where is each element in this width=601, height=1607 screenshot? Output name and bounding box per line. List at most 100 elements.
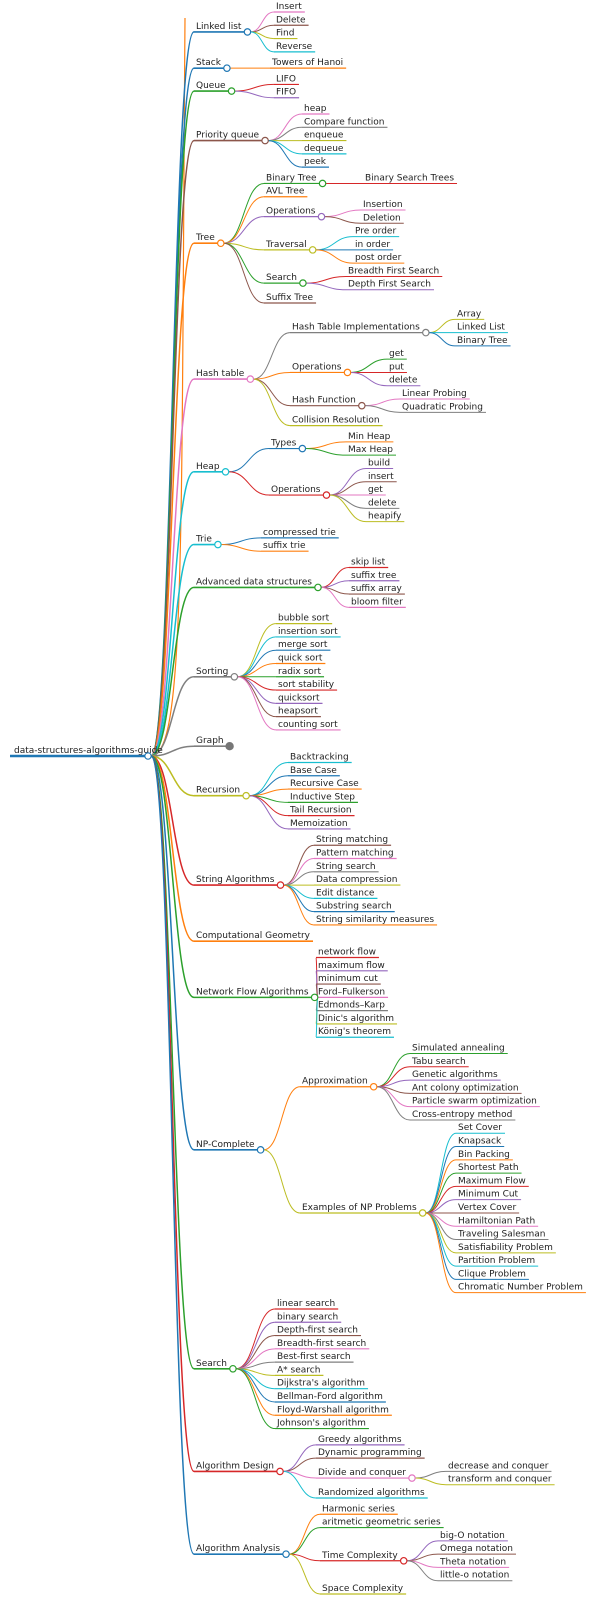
node-omega-notation: Omega notation xyxy=(440,1544,513,1554)
link-little-o-notation xyxy=(406,1560,439,1582)
toggle-binary-tree[interactable] xyxy=(318,179,327,188)
node-ford-fulkerson: Ford–Fulkerson xyxy=(318,987,385,997)
link-chromatic-number-problem xyxy=(425,1212,457,1294)
link-delete xyxy=(329,494,367,509)
toggle-advanced-data-structures[interactable] xyxy=(314,583,322,592)
node-compressed-trie: compressed trie xyxy=(263,528,336,538)
link-approximation xyxy=(263,1086,301,1151)
toggle-time-complexity[interactable] xyxy=(399,1556,408,1565)
link-recursion xyxy=(150,755,195,797)
toggle-np-complete[interactable] xyxy=(256,1146,265,1154)
node-approximation: Approximation xyxy=(302,1077,368,1087)
toggle-tree[interactable] xyxy=(216,239,225,248)
node-suffix-tree: suffix tree xyxy=(351,571,397,581)
node-heap: Heap xyxy=(196,462,220,472)
toggle-hash-function[interactable] xyxy=(358,401,366,410)
link-memoization xyxy=(249,795,289,830)
link-avl-tree xyxy=(223,196,265,244)
link-simulated-annealing xyxy=(376,1053,411,1088)
toggle-operations[interactable] xyxy=(343,368,352,377)
node-maximum-flow: Maximum Flow xyxy=(458,1176,526,1186)
node-bloom-filter: bloom filter xyxy=(351,597,403,607)
toggle-algorithm-analysis[interactable] xyxy=(282,1550,290,1558)
link-examples-of-np-problems xyxy=(263,1149,301,1214)
toggle-operations[interactable] xyxy=(317,212,326,221)
link-insert xyxy=(329,481,367,496)
node-backtracking: Backtracking xyxy=(290,752,349,762)
toggle-trie[interactable] xyxy=(214,540,222,549)
toggle-traversal[interactable] xyxy=(308,246,317,254)
link-backtracking xyxy=(249,761,289,797)
node-theta-notation: Theta notation xyxy=(439,1557,506,1567)
toggle-string-algorithms[interactable] xyxy=(276,881,285,889)
link-compare-function xyxy=(268,126,303,142)
toggle-network-flow-algorithms[interactable] xyxy=(310,993,319,1002)
collapsed-graph[interactable] xyxy=(225,742,234,751)
node-recursive-case: Recursive Case xyxy=(290,779,359,789)
toggle-priority-queue[interactable] xyxy=(261,136,269,145)
toggle-search[interactable] xyxy=(229,1364,237,1373)
root-toggle-circle[interactable] xyxy=(144,752,152,760)
node-avl-tree: AVL Tree xyxy=(266,187,305,197)
node-chromatic-number-problem: Chromatic Number Problem xyxy=(458,1283,583,1293)
link-counting-sort xyxy=(237,676,277,731)
toggle-hash-table-implementations[interactable] xyxy=(422,328,430,337)
node-max-heap: Max Heap xyxy=(348,445,393,455)
toggle-examples-of-np-problems[interactable] xyxy=(418,1209,427,1217)
toggle-sorting[interactable] xyxy=(230,672,239,681)
node-shortest-path: Shortest Path xyxy=(458,1163,519,1173)
node-sorting: Sorting xyxy=(196,667,228,677)
toggle-algorithm-design[interactable] xyxy=(276,1467,284,1476)
node-heapify: heapify xyxy=(368,512,402,522)
link-graph xyxy=(150,745,195,757)
link-lifo xyxy=(234,83,275,92)
link-string-similarity-measures xyxy=(283,884,315,926)
toggle-stack[interactable] xyxy=(223,64,231,72)
node-stack: Stack xyxy=(196,58,222,68)
node-inductive-step: Inductive Step xyxy=(290,792,355,802)
toggle-queue[interactable] xyxy=(227,87,236,95)
node-algorithm-design: Algorithm Design xyxy=(196,1461,274,1471)
link-depth-first-search xyxy=(235,1335,276,1370)
toggle-linked-list[interactable] xyxy=(243,28,252,36)
link-binary-search xyxy=(235,1321,276,1370)
node-binary-search: binary search xyxy=(277,1312,338,1322)
link-string-matching xyxy=(283,844,315,886)
link-post-order xyxy=(315,249,354,264)
node-quadratic-probing: Quadratic Probing xyxy=(402,402,483,412)
link-breadth-first-search xyxy=(305,275,347,284)
node-collision-resolution: Collision Resolution xyxy=(292,416,380,426)
node-big-o-notation: big-O notation xyxy=(440,1531,505,1541)
node-minimum-cut: minimum cut xyxy=(318,974,378,984)
link-clique-problem xyxy=(425,1212,457,1280)
node-base-case: Base Case xyxy=(290,766,337,776)
link-johnson-s-algorithm xyxy=(235,1368,276,1430)
link-hash-table-implementations xyxy=(253,332,291,380)
node-operations: Operations xyxy=(266,207,316,217)
node-delete: delete xyxy=(368,498,397,508)
node-johnson-s-algorithm: Johnson's algorithm xyxy=(276,1419,366,1429)
link-set-cover xyxy=(425,1132,457,1214)
node-hash-function: Hash Function xyxy=(292,396,356,406)
link-algorithm-analysis xyxy=(150,755,195,1555)
toggle-hash-table[interactable] xyxy=(246,375,255,383)
toggle-operations[interactable] xyxy=(322,491,331,499)
node-advanced-data-structures: Advanced data structures xyxy=(196,577,312,587)
toggle-recursion[interactable] xyxy=(242,791,250,800)
node-computational-geometry: Computational Geometry xyxy=(196,931,311,941)
toggle-search[interactable] xyxy=(299,279,307,287)
link-heap xyxy=(150,471,195,757)
link-randomized-algorithms xyxy=(282,1470,317,1499)
toggle-approximation[interactable] xyxy=(369,1082,378,1091)
node-min-heap: Min Heap xyxy=(348,432,391,442)
link-operations xyxy=(228,471,270,496)
node-bubble-sort: bubble sort xyxy=(278,614,330,624)
link-time-complexity xyxy=(289,1553,321,1562)
toggle-heap[interactable] xyxy=(221,467,230,476)
toggle-types[interactable] xyxy=(298,444,307,453)
node-string-search: String search xyxy=(316,862,376,872)
toggle-divide-and-conquer[interactable] xyxy=(408,1474,416,1482)
node-quick-sort: quick sort xyxy=(278,653,323,663)
node-memoization: Memoization xyxy=(290,819,348,829)
link-pattern-matching xyxy=(283,858,315,886)
